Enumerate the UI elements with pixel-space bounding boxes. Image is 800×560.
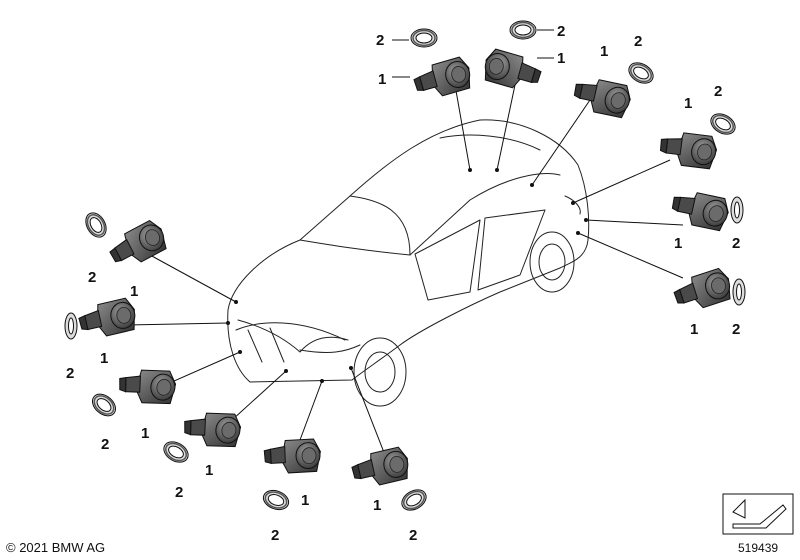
parking-sensor-icon <box>655 123 721 174</box>
callout-2: 2 <box>732 321 740 338</box>
sensor-ring-icon <box>80 208 112 242</box>
callout-2: 2 <box>271 527 279 544</box>
callout-2: 2 <box>409 527 417 544</box>
sensor-ring-icon <box>509 20 537 40</box>
callout-1: 1 <box>378 71 386 88</box>
callout-2: 2 <box>634 33 642 50</box>
sensor-ring-icon <box>397 484 431 516</box>
sensor-ring-icon <box>64 312 78 340</box>
reference-number: 519439 <box>738 541 779 555</box>
callout-2: 2 <box>557 23 565 40</box>
parking-sensor-icon <box>180 405 244 452</box>
callout-2: 2 <box>88 269 96 286</box>
parking-sensor-icon <box>262 434 322 477</box>
parking-sensor-icon <box>482 47 544 92</box>
next-page-arrow-icon[interactable] <box>722 493 794 535</box>
sensor-ring-icon <box>159 436 193 468</box>
callout-1: 1 <box>684 95 692 112</box>
sensor-ring-icon <box>732 278 746 306</box>
callout-2: 2 <box>66 365 74 382</box>
callout-1: 1 <box>205 462 213 479</box>
callout-1: 1 <box>600 43 608 60</box>
sensor-ring-icon <box>706 108 740 140</box>
parking-sensor-icon <box>115 362 179 409</box>
callout-2: 2 <box>714 83 722 100</box>
sensor-ring-icon <box>259 486 293 514</box>
callout-1: 1 <box>674 235 682 252</box>
parking-sensor-icon <box>568 68 635 123</box>
callout-1: 1 <box>373 497 381 514</box>
sensor-ring-icon <box>730 196 744 224</box>
sensor-ring-icon <box>410 28 438 48</box>
parking-sensor-icon <box>666 181 733 236</box>
parking-sensor-icon <box>350 445 410 488</box>
leader-lines <box>124 29 684 456</box>
parking-sensor-icon <box>103 217 170 272</box>
callout-1: 1 <box>100 350 108 367</box>
callout-1: 1 <box>690 321 698 338</box>
car-outline-icon <box>227 119 590 407</box>
copyright-text: © 2021 BMW AG <box>6 540 106 555</box>
parking-sensor-icon <box>77 296 137 339</box>
callout-1: 1 <box>130 283 138 300</box>
sensor-ring-icon <box>87 388 121 422</box>
callout-1: 1 <box>557 50 565 67</box>
callout-1: 1 <box>141 425 149 442</box>
sensor-ring-icon <box>624 57 658 89</box>
callout-1: 1 <box>301 492 309 509</box>
parking-sensor-icon <box>411 55 473 100</box>
parking-sensor-icon <box>670 266 734 313</box>
callout-labels: 1 2 2 1 1 2 1 2 1 2 1 2 2 1 1 2 1 2 1 2 … <box>66 23 740 544</box>
callout-2: 2 <box>732 235 740 252</box>
callout-2: 2 <box>376 32 384 49</box>
callout-2: 2 <box>175 484 183 501</box>
callout-2: 2 <box>101 436 109 453</box>
